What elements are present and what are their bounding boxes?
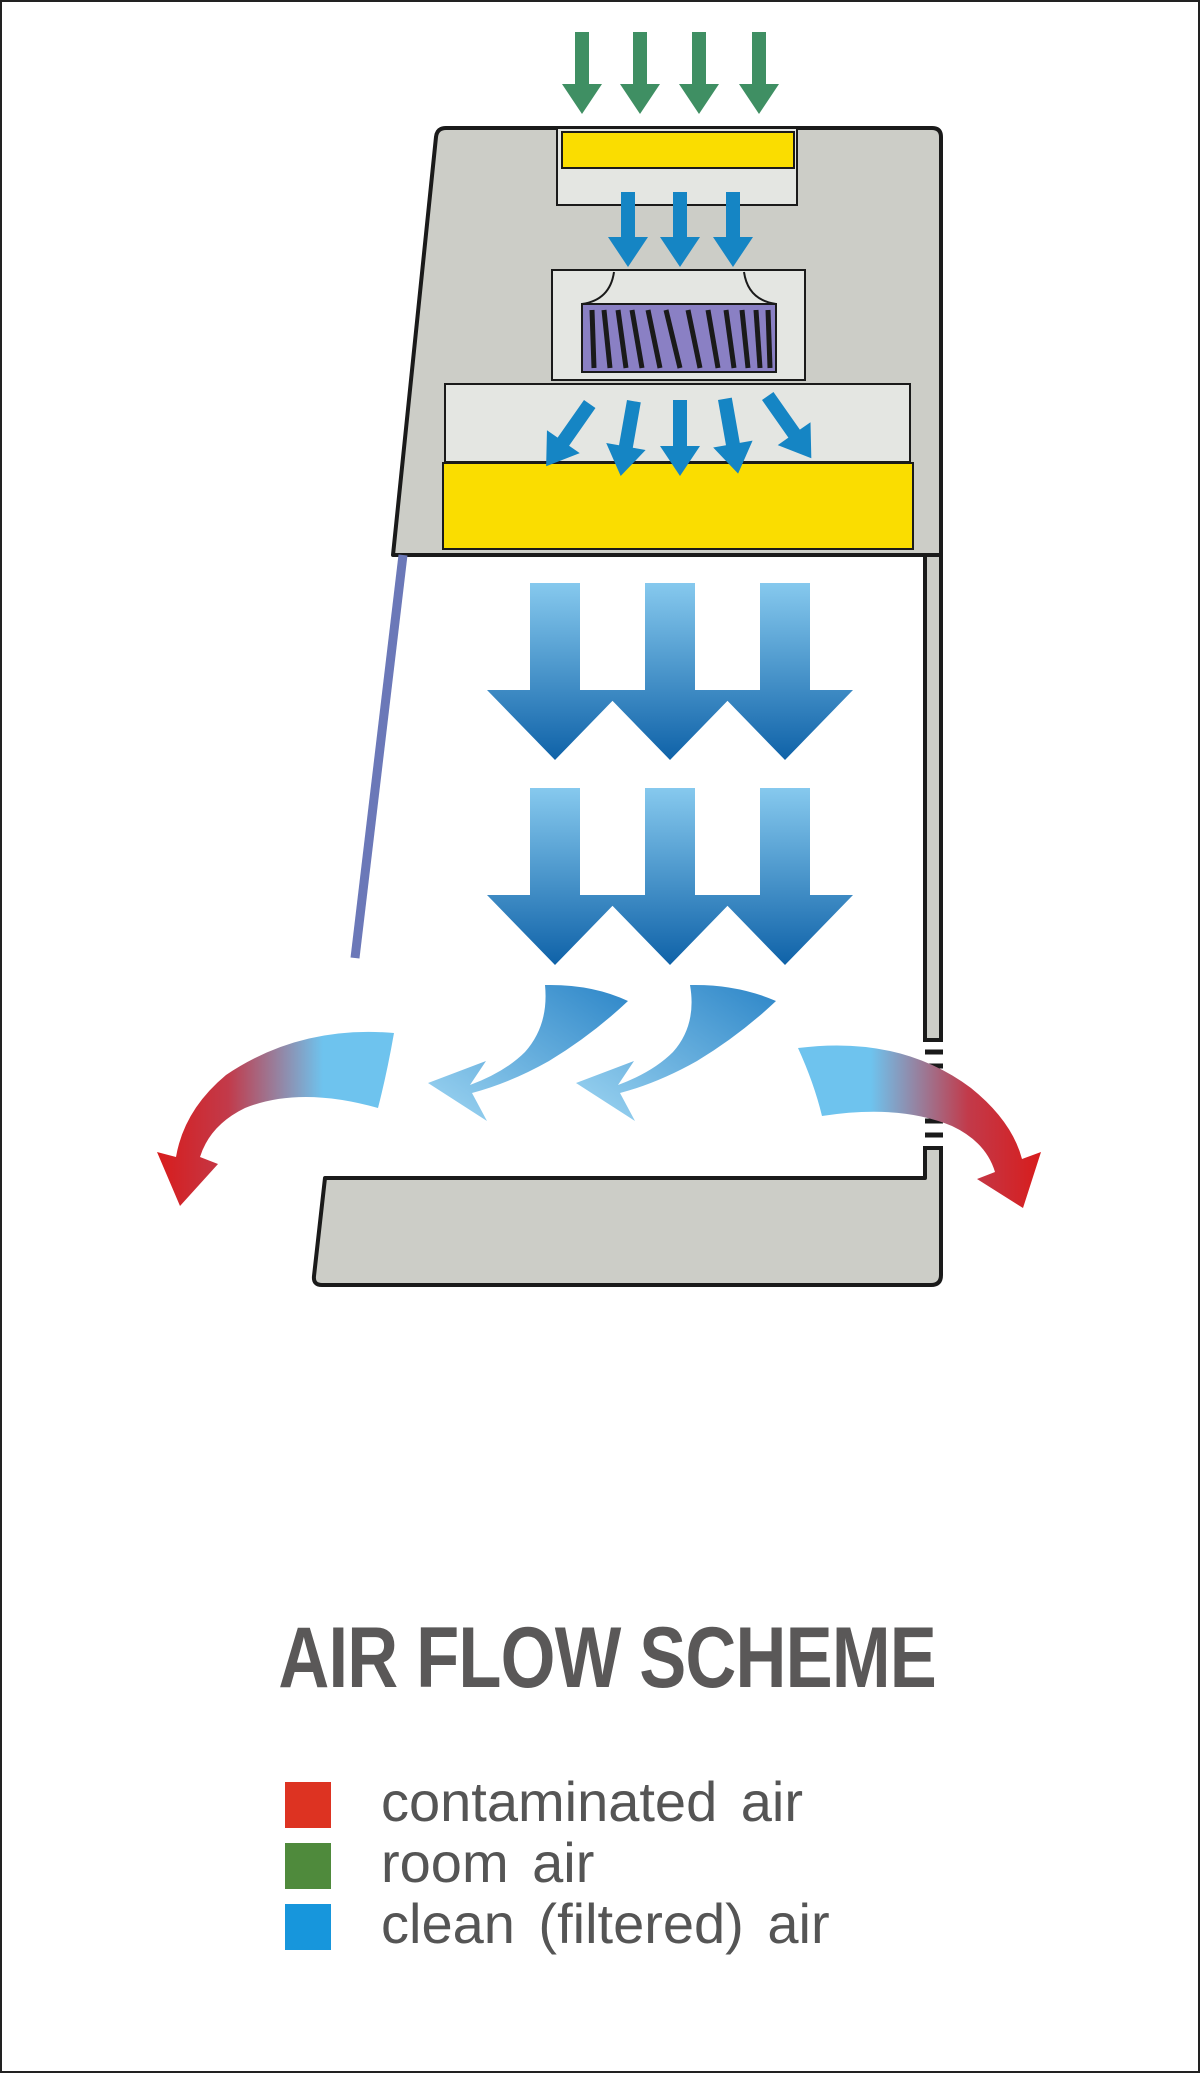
- diagram-title: AIR FLOW SCHEME: [278, 1610, 937, 1706]
- fan-outflow-arrows: [546, 391, 812, 477]
- curl-arrow: [428, 984, 628, 1121]
- room-air-arrow: [739, 32, 779, 114]
- room-air-arrow: [620, 32, 660, 114]
- downflow-arrow: [487, 583, 623, 760]
- legend-label: clean (filtered) air: [381, 1892, 830, 1955]
- exhaust-arrow-left: [157, 1031, 394, 1206]
- downflow-arrow: [602, 788, 738, 965]
- front-sash: [350, 554, 408, 959]
- downflow-arrow: [487, 788, 623, 965]
- filtered-air-small-arrows: [608, 192, 753, 267]
- filtered-air-arrow: [606, 400, 646, 477]
- legend-swatch-green: [285, 1843, 331, 1889]
- filtered-air-arrow: [713, 397, 753, 474]
- cabinet-right-wall: [923, 553, 943, 1042]
- supply-hepa-filter: [442, 462, 914, 550]
- filtered-air-arrow: [608, 192, 648, 267]
- exhaust-hepa-filter: [561, 131, 795, 169]
- room-air-arrows: [562, 32, 779, 114]
- filtered-air-arrow: [546, 400, 596, 467]
- downflow-arrow: [717, 788, 853, 965]
- curl-arrow: [576, 984, 776, 1121]
- filtered-air-arrow: [713, 192, 753, 267]
- room-air-arrow: [679, 32, 719, 114]
- work-surface: [311, 1146, 943, 1287]
- downflow-arrows: [487, 583, 853, 965]
- filtered-air-arrow: [660, 192, 700, 267]
- curl-arrows: [428, 984, 776, 1121]
- downflow-arrow: [717, 583, 853, 760]
- filtered-air-arrow: [660, 400, 700, 476]
- legend-swatch-red: [285, 1782, 331, 1828]
- fan-blades: [589, 309, 773, 369]
- air-flow-diagram: [157, 32, 1041, 1287]
- legend-label: contaminated air: [381, 1770, 804, 1833]
- legend-swatch-blue: [285, 1904, 331, 1950]
- exhaust-arrow-right: [798, 1045, 1041, 1208]
- filtered-air-arrow: [762, 391, 812, 459]
- room-air-arrow: [562, 32, 602, 114]
- downflow-arrow: [602, 583, 738, 760]
- legend-label: room air: [381, 1831, 595, 1894]
